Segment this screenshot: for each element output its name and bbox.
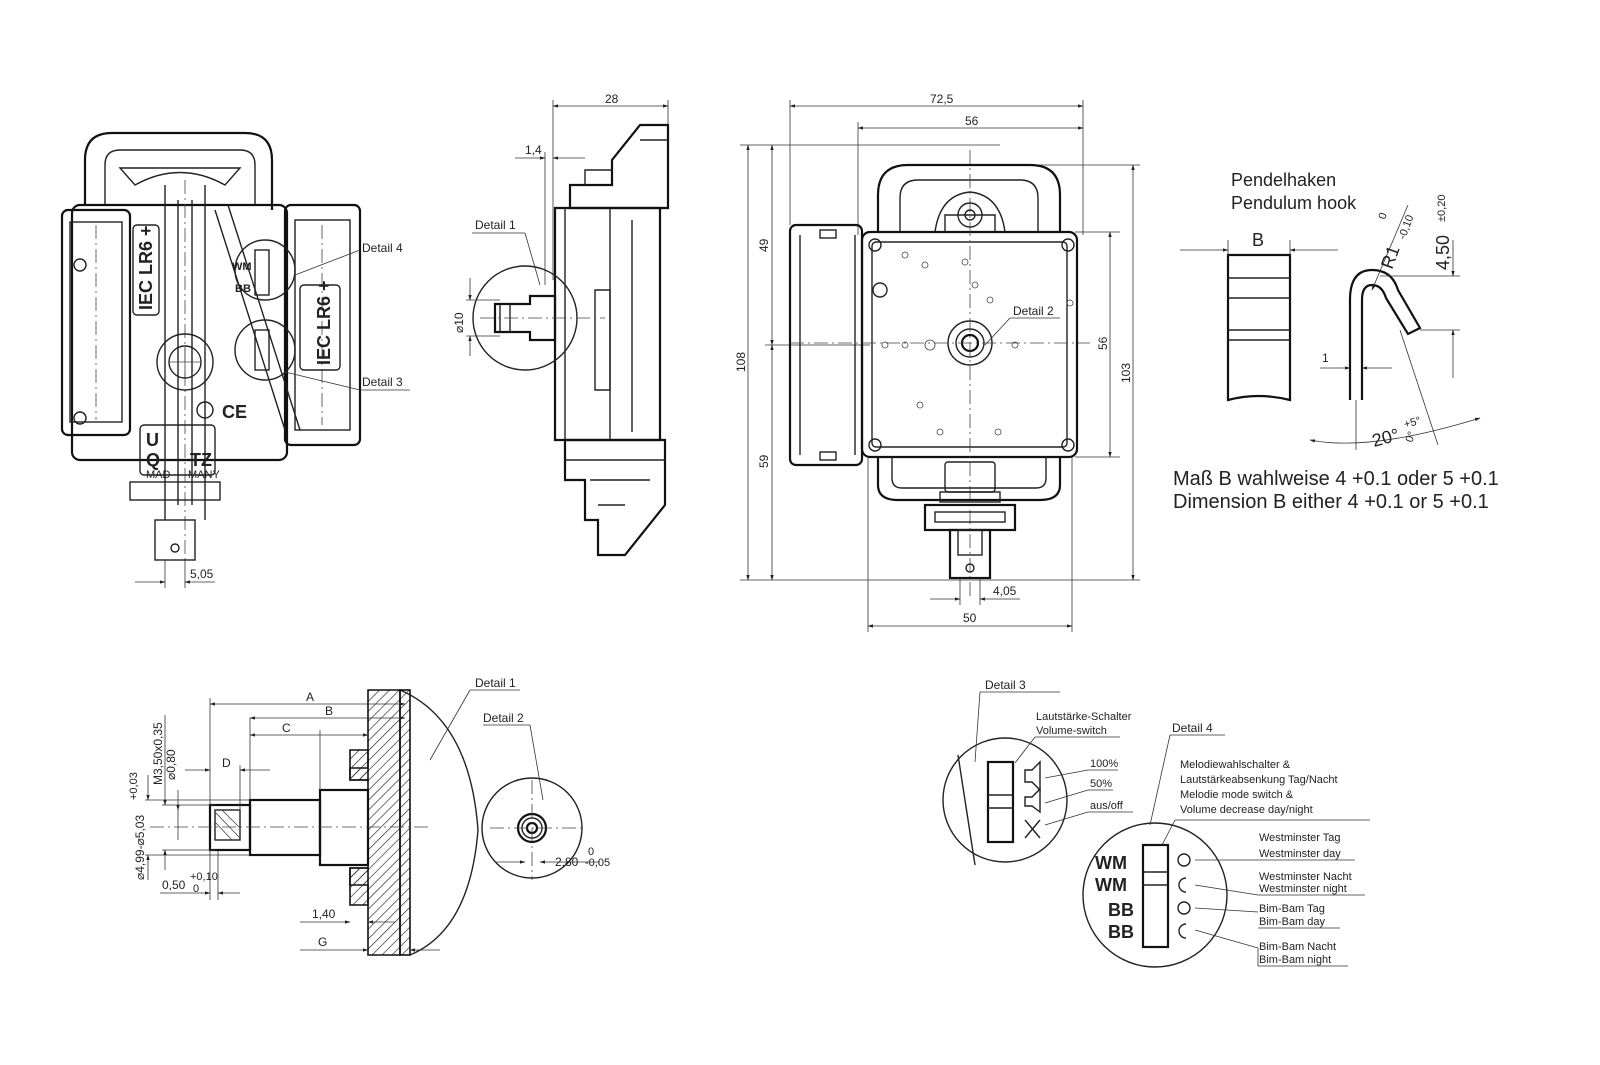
front-detail3-label: Detail 3: [362, 375, 403, 389]
detail2-section: 2,80 0 -0,05 Detail 2: [481, 711, 610, 880]
melody-de-2: Lautstärkeabsenkung Tag/Nacht: [1180, 774, 1338, 786]
volume-switch-de: Lautstärke-Schalter: [1036, 711, 1132, 723]
d1-detail1-label: Detail 1: [475, 676, 516, 690]
dim-main-59: 59: [757, 454, 771, 468]
dim-main-49: 49: [757, 238, 771, 252]
hook-dim-b: B: [1252, 230, 1264, 250]
bb-night-en: Bim-Bam night: [1259, 954, 1331, 966]
hook-dim-angle: 20°: [1370, 424, 1401, 450]
wm-day-en: Westminster day: [1259, 848, 1341, 860]
hook-dim-angle-tol2: 0°: [1404, 430, 1419, 444]
front-wm-1: WM: [232, 261, 252, 273]
marking-made-in: MAD: [146, 469, 171, 481]
marking-brand2: Q: [146, 450, 160, 470]
dim-side-d10: ⌀10: [452, 312, 466, 333]
marking-brand: U: [146, 430, 159, 450]
pendulum-hook: Pendelhaken Pendulum hook B 1 R1 0 -0,10…: [1173, 170, 1499, 513]
wm-day-de: Westminster Tag: [1259, 832, 1341, 844]
dim-side-1-4: 1,4: [525, 143, 542, 157]
main-detail2-label: Detail 2: [1013, 304, 1054, 318]
d1-dim-0-50-tol1: +0,10: [190, 871, 218, 883]
battery-label-right: IEC LR6 +: [314, 280, 334, 365]
dim-main-103: 103: [1119, 363, 1133, 383]
dim-main-4-05: 4,05: [993, 584, 1017, 598]
d4-detail4-label: Detail 4: [1172, 721, 1213, 735]
d1-dim-b: B: [325, 704, 333, 718]
hook-dim-1: 1: [1322, 351, 1329, 365]
d1-dim-0-50: 0,50: [162, 878, 186, 892]
hook-note-de: Maß B wahlweise 4 +0.1 oder 5 +0.1: [1173, 468, 1499, 490]
hook-note-en: Dimension B either 4 +0.1 or 5 +0.1: [1173, 491, 1489, 513]
pendulum-title-en: Pendulum hook: [1231, 193, 1357, 213]
d4-bb-2: BB: [1108, 922, 1134, 942]
bb-day-de: Bim-Bam Tag: [1259, 903, 1325, 915]
front-detail4-label: Detail 4: [362, 241, 403, 255]
wm-night-de: Westminster Nacht: [1259, 871, 1352, 883]
ce-mark: CE: [222, 402, 247, 422]
melody-de-1: Melodiewahlschalter &: [1180, 759, 1291, 771]
hook-dim-4-50: 4,50: [1433, 235, 1453, 270]
detail1-section: A B C D ⌀4,99-⌀5,03 +0,03 M3,50x0,35 ⌀0,…: [128, 676, 520, 956]
dim-main-72-5: 72,5: [930, 92, 954, 106]
side-view: 28 1,4 ⌀10 Detail 1: [452, 92, 670, 557]
d2-dim-2-80: 2,80: [555, 855, 579, 869]
d4-wm-1: WM: [1095, 853, 1127, 873]
melody-en-2: Volume decrease day/night: [1180, 804, 1313, 816]
d2-dim-2-80-tol1: 0: [588, 846, 594, 858]
d4-bb-1: BB: [1108, 900, 1134, 920]
marking-made-in-end: MANY: [188, 469, 220, 481]
pendulum-title-de: Pendelhaken: [1231, 170, 1336, 190]
d1-dim-a: A: [306, 690, 314, 704]
battery-label-left: IEC LR6 +: [136, 225, 156, 310]
d1-dim-shaft-tol: +0,03: [128, 772, 140, 800]
d1-dim-shaft: ⌀4,99-⌀5,03: [133, 815, 147, 880]
detail3-section: 100% 50% aus/off Lautstärke-Schalter Vol…: [942, 678, 1133, 866]
d1-dim-hole: ⌀0,80: [164, 749, 178, 780]
hook-dim-r1: R1: [1377, 243, 1404, 271]
hook-dim-angle-tol1: +5°: [1403, 415, 1422, 431]
d2-detail2-label: Detail 2: [483, 711, 524, 725]
volume-switch-en: Volume-switch: [1036, 725, 1107, 737]
hook-dim-r1-tol2: -0,10: [1397, 213, 1417, 241]
vol-off-label: aus/off: [1090, 800, 1124, 812]
d1-dim-c: C: [282, 721, 291, 735]
d2-dim-2-80-tol2: -0,05: [585, 857, 610, 869]
main-view: 72,5 56 108 49 59 56 103: [734, 92, 1140, 632]
d1-dim-thread: M3,50x0,35: [151, 722, 165, 785]
d1-dim-g: G: [318, 935, 327, 949]
hook-dim-4-50-tol: ±0,20: [1436, 195, 1448, 222]
d3-detail3-label: Detail 3: [985, 678, 1026, 692]
melody-en-1: Melodie mode switch &: [1180, 789, 1294, 801]
dim-front-5-05: 5,05: [190, 567, 214, 581]
d1-dim-1-40: 1,40: [312, 907, 336, 921]
bb-day-en: Bim-Bam day: [1259, 916, 1326, 928]
front-view: IEC LR6 + IEC LR6 + WM BB U Q TZ MAD MAN…: [60, 131, 410, 588]
dim-main-56-right: 56: [1096, 336, 1110, 350]
dim-main-50: 50: [963, 611, 977, 625]
wm-night-en: Westminster night: [1259, 883, 1347, 895]
front-bb-1: BB: [235, 283, 251, 295]
bb-night-de: Bim-Bam Nacht: [1259, 941, 1336, 953]
marking-brand2-end: TZ: [190, 450, 212, 470]
side-detail1-label: Detail 1: [475, 218, 516, 232]
d1-dim-0-50-tol2: 0: [193, 883, 199, 895]
vol-50-label: 50%: [1090, 778, 1112, 790]
vol-100-label: 100%: [1090, 758, 1118, 770]
dim-main-108: 108: [734, 352, 748, 372]
d4-wm-2: WM: [1095, 875, 1127, 895]
dim-side-28: 28: [605, 92, 619, 106]
d1-dim-d: D: [222, 756, 231, 770]
dim-main-56-top: 56: [965, 114, 979, 128]
hook-dim-r1-tol: 0: [1377, 211, 1390, 221]
detail4-section: WM WM BB BB Westminster Tag Westminster …: [1082, 721, 1370, 968]
